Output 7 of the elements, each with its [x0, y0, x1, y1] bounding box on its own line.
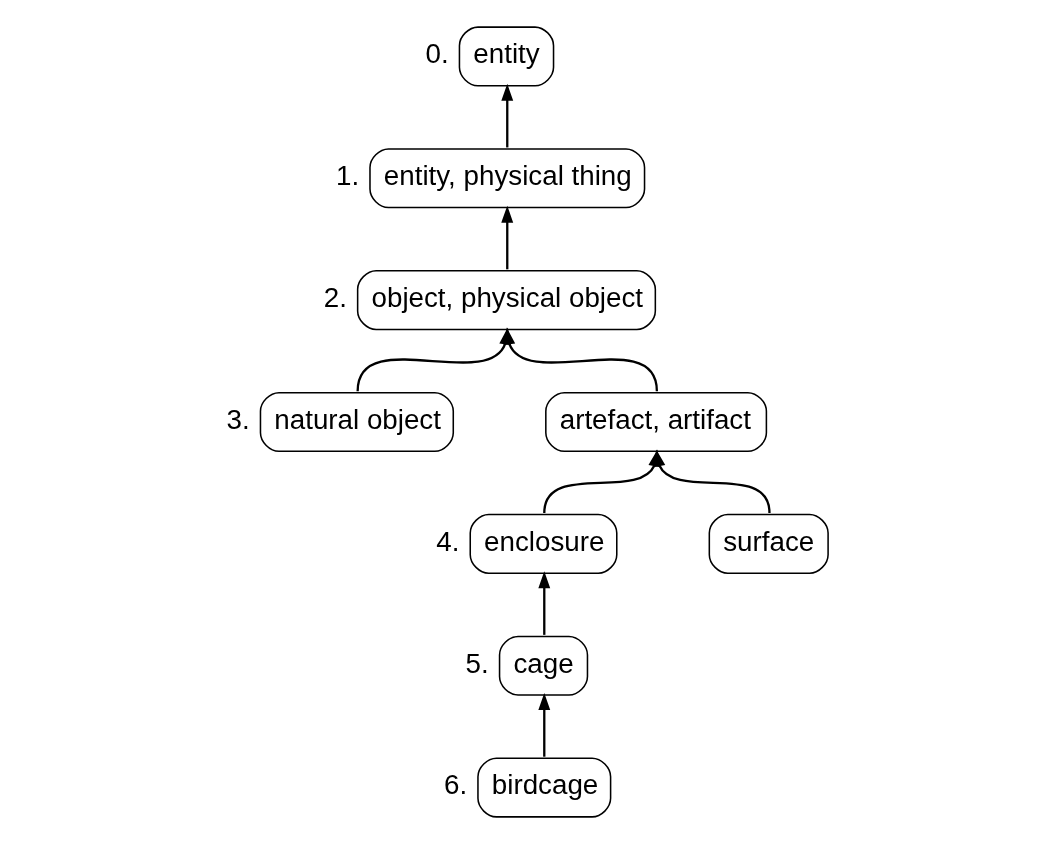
- node-label: 0.: [425, 38, 449, 70]
- node-label: 4.: [435, 525, 459, 557]
- node-label: 6.: [443, 769, 467, 801]
- node-label: 1.: [335, 160, 359, 192]
- node-label: 2.: [323, 281, 347, 313]
- node-label: 5.: [465, 647, 489, 679]
- node-label: 3.: [226, 403, 250, 435]
